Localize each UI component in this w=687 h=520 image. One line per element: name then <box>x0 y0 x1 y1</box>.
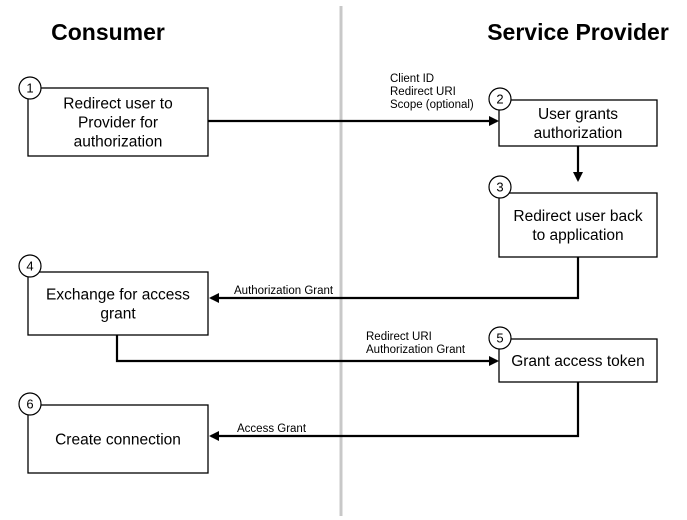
step-number-badge <box>488 175 512 199</box>
step-box-3: Redirect user back to application 3 <box>488 175 658 258</box>
step-number-badge <box>18 76 42 100</box>
step-box-2: User grants authorization 2 <box>488 87 658 147</box>
step-box-1: Redirect user to Provider for authorizatio… <box>18 76 209 157</box>
step-number-badge <box>488 326 512 350</box>
step-number: 4 <box>26 259 33 274</box>
arrow-label-1-to-2: Client ID <box>390 73 434 85</box>
step-text: Redirect user back <box>513 208 642 225</box>
step-box-6: Create connection 6 <box>18 392 209 474</box>
step-number-badge <box>18 392 42 416</box>
step-box-4: Exchange for access grant 4 <box>18 254 209 336</box>
step-text: authorization <box>74 134 163 151</box>
step-text: authorization <box>534 125 623 142</box>
step-text: Exchange for access <box>46 287 190 304</box>
step-text: User grants <box>538 106 618 123</box>
step-number: 6 <box>26 397 33 412</box>
arrow-label-5-to-6: Access Grant <box>237 423 307 435</box>
step-number: 3 <box>496 180 503 195</box>
arrow-step-4-to-5 <box>115 335 499 366</box>
arrow-label-4-to-5: Authorization Grant <box>366 344 466 356</box>
step-number: 1 <box>26 81 33 96</box>
step-text: Grant access token <box>511 353 645 370</box>
step-number-badge <box>18 254 42 278</box>
step-box-frame <box>498 338 658 383</box>
arrow-label-1-to-2: Redirect URI <box>390 86 456 98</box>
arrow-label-1-to-2: Scope (optional) <box>390 99 474 111</box>
step-box-frame <box>498 99 658 147</box>
arrow-label-3-to-4: Authorization Grant <box>234 285 334 297</box>
step-box-frame <box>27 87 209 157</box>
step-box-frame <box>498 192 658 258</box>
lane-heading-service-provider: Service Provider <box>487 19 669 45</box>
step-text: Redirect user to <box>63 96 172 113</box>
arrow-step-5-to-6 <box>209 382 580 441</box>
step-box-frame <box>27 271 209 336</box>
step-text: Provider for <box>78 115 158 132</box>
step-number: 5 <box>496 331 503 346</box>
step-text: grant <box>100 306 136 323</box>
step-box-frame <box>27 404 209 474</box>
step-text: to application <box>532 227 623 244</box>
step-text: Create connection <box>55 432 181 449</box>
step-number: 2 <box>496 92 503 107</box>
step-box-5: Grant access token 5 <box>488 326 658 383</box>
arrow-label-4-to-5: Redirect URI <box>366 331 432 343</box>
arrow-step-3-to-4 <box>209 257 580 303</box>
lane-heading-consumer: Consumer <box>51 19 165 45</box>
step-number-badge <box>488 87 512 111</box>
